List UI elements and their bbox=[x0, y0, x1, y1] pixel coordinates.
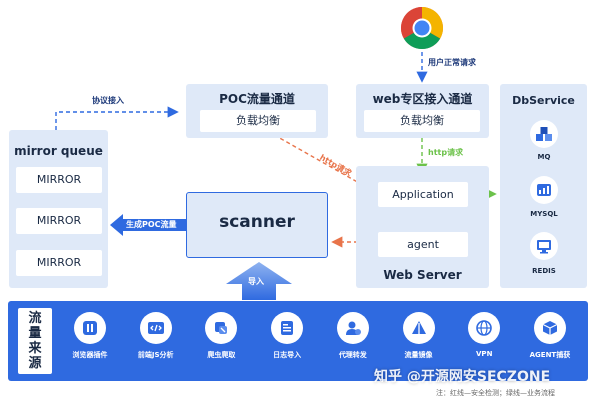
db-item-label: REDIS bbox=[532, 267, 556, 275]
code-icon bbox=[139, 312, 172, 344]
footnote: 注：红线—安全检测；绿线—业务流程 bbox=[436, 389, 555, 397]
source-item: 浏览器插件 bbox=[60, 312, 120, 372]
source-item-label: 浏览器插件 bbox=[72, 351, 108, 359]
edge-protocol-access bbox=[55, 106, 179, 130]
scanner-box bbox=[186, 192, 328, 258]
source-item-label: 前端JS分析 bbox=[137, 351, 174, 359]
traffic-source-title-box: 流量来源 bbox=[18, 308, 52, 374]
plugin-icon bbox=[74, 312, 106, 344]
import-label: 导入 bbox=[248, 277, 264, 286]
scanner-title: scanner bbox=[219, 212, 295, 232]
poc-channel-title: POC流量通道 bbox=[219, 92, 295, 106]
crawler-icon bbox=[205, 312, 238, 344]
http-request-green-label: http请求 bbox=[428, 148, 464, 157]
source-item: 代理转发 bbox=[323, 312, 383, 372]
traffic-source-list: 浏览器插件 前端JS分析 爬虫爬取 日志导入 代理转发 流量镜像 VPN bbox=[60, 312, 580, 372]
source-item-label: 日志导入 bbox=[273, 351, 302, 359]
proxy-icon bbox=[336, 312, 369, 344]
edge-http-request-red bbox=[261, 127, 371, 190]
generate-poc-arrow bbox=[110, 214, 186, 236]
cubes-icon bbox=[530, 120, 558, 148]
source-item: AGENT捕获 bbox=[520, 312, 580, 372]
traffic-source-title: 流量来源 bbox=[28, 311, 42, 371]
cube-icon bbox=[533, 312, 566, 344]
import-arrow bbox=[226, 262, 292, 300]
db-item-label: MYSQL bbox=[530, 210, 558, 218]
source-item: 流量镜像 bbox=[389, 312, 449, 372]
agent-box: agent bbox=[378, 232, 468, 257]
application-box: Application bbox=[378, 182, 468, 207]
source-item-label: 代理转发 bbox=[338, 351, 367, 359]
db-item-label: MQ bbox=[537, 153, 551, 161]
source-item: 日志导入 bbox=[257, 312, 317, 372]
mirror-item: MIRROR bbox=[16, 167, 102, 193]
mirror-item: MIRROR bbox=[16, 250, 102, 276]
generate-poc-label: 生成POC流量 bbox=[126, 220, 177, 229]
mirror-queue-title: mirror queue bbox=[14, 144, 103, 158]
source-item: 前端JS分析 bbox=[126, 312, 186, 372]
database-icon bbox=[530, 176, 558, 204]
chrome-icon bbox=[400, 6, 444, 50]
source-item-label: VPN bbox=[476, 350, 493, 358]
web-server-title: Web Server bbox=[383, 268, 462, 282]
source-item-label: 流量镜像 bbox=[404, 351, 433, 359]
poc-load-balancer: 负载均衡 bbox=[200, 110, 316, 132]
db-service-title: DbService bbox=[512, 94, 575, 107]
log-icon bbox=[271, 312, 304, 344]
globe-icon bbox=[468, 312, 501, 344]
source-item: 爬虫爬取 bbox=[191, 312, 251, 372]
monitor-icon bbox=[530, 232, 558, 260]
source-item: VPN bbox=[454, 312, 514, 372]
user-request-label: 用户正常请求 bbox=[428, 58, 476, 67]
protocol-access-label: 协议接入 bbox=[92, 96, 124, 105]
mirror-icon bbox=[402, 312, 435, 344]
source-item-label: AGENT捕获 bbox=[529, 351, 571, 359]
watermark: 知乎 @开源网安SECZONE bbox=[374, 369, 551, 385]
web-load-balancer: 负载均衡 bbox=[364, 110, 480, 132]
mirror-item: MIRROR bbox=[16, 208, 102, 234]
source-item-label: 爬虫爬取 bbox=[207, 351, 236, 359]
web-channel-title: web专区接入通道 bbox=[372, 92, 473, 106]
